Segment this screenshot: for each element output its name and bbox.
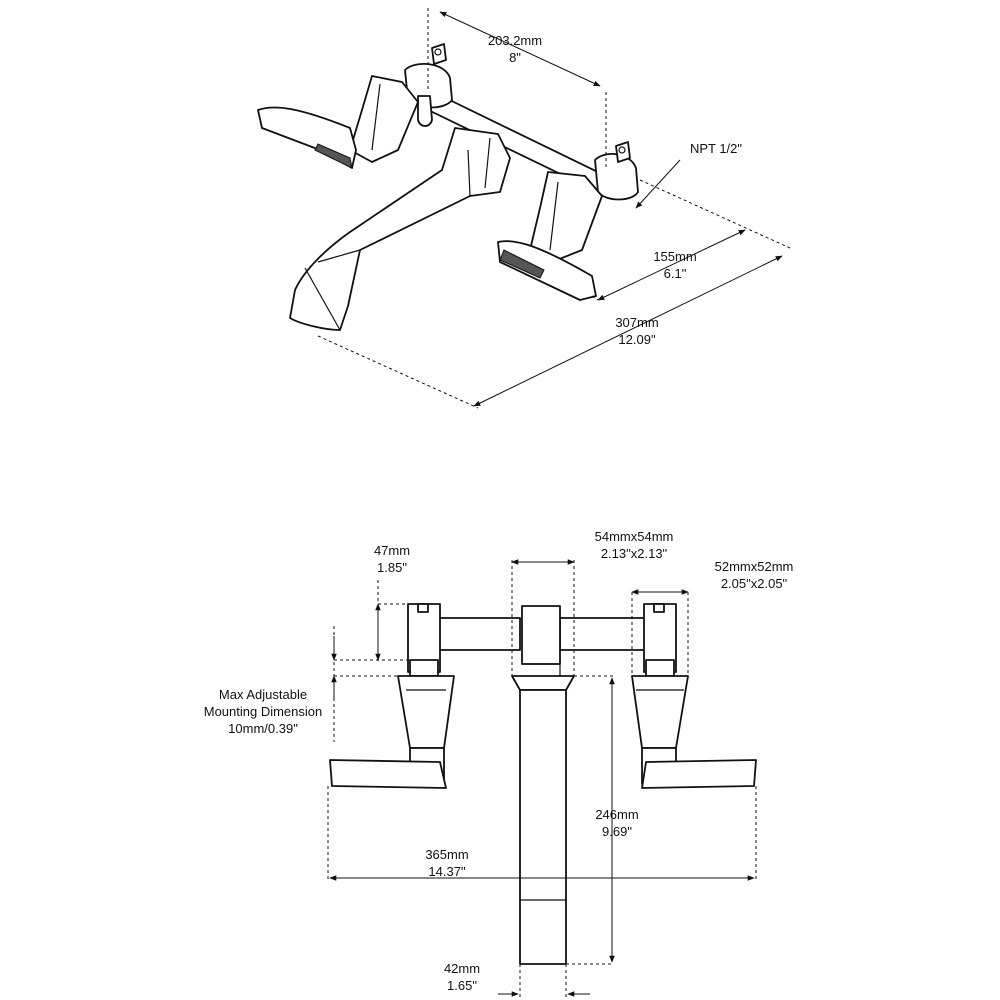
- spout-width-in: 1.65": [447, 978, 477, 993]
- front-right-pipe: [559, 617, 647, 651]
- spout-length-label: 246mm 9.69": [582, 806, 652, 840]
- spout-reach-in: 6.1": [663, 266, 687, 281]
- spacing-mm: 203.2mm: [487, 33, 543, 48]
- spacing-label: 203.2mm 8": [480, 32, 550, 66]
- overall-depth-mm: 307mm: [615, 315, 659, 330]
- dim-spout-base: [511, 559, 575, 676]
- mounting-value: 10mm/0.39": [228, 721, 298, 736]
- spout: [289, 127, 511, 331]
- spout-reach-label: 155mm 6.1": [640, 248, 710, 282]
- spout-reach-mm: 155mm: [653, 249, 697, 264]
- spout-length-mm: 246mm: [595, 807, 639, 822]
- right-valve-body: [594, 141, 639, 201]
- handle-base-mm: 52mmx52mm: [714, 559, 794, 574]
- overall-width-in: 14.37": [428, 864, 466, 879]
- dim-mounting: [331, 626, 398, 742]
- spout-base-in: 2.13"x2.13": [600, 546, 668, 561]
- right-handle: [497, 171, 603, 301]
- overall-depth-in: 12.09": [618, 332, 656, 347]
- front-left-pipe: [435, 617, 521, 651]
- overall-width-mm: 365mm: [425, 847, 469, 862]
- overall-width-label: 365mm 14.37": [412, 846, 482, 880]
- front-view: [327, 559, 757, 998]
- front-right-valve: [631, 603, 757, 789]
- mounting-line1: Max Adjustable: [218, 687, 308, 702]
- left-handle: [257, 75, 419, 169]
- spout-length-in: 9.69": [602, 824, 632, 839]
- spout-width-label: 42mm 1.65": [432, 960, 492, 994]
- dim-overall-width: [327, 786, 757, 881]
- dim-spout-length: [566, 675, 615, 965]
- mounting-label: Max Adjustable Mounting Dimension 10mm/0…: [188, 686, 338, 737]
- handle-base-in: 2.05"x2.05": [720, 576, 788, 591]
- dim-handle-base: [631, 589, 689, 676]
- spacing-in: 8": [509, 50, 521, 65]
- valve-height-in: 1.85": [377, 560, 407, 575]
- overall-depth-label: 307mm 12.09": [602, 314, 672, 348]
- thread-label: NPT 1/2": [689, 141, 743, 156]
- spout-width-mm: 42mm: [443, 961, 481, 976]
- spout-base-mm: 54mmx54mm: [594, 529, 674, 544]
- isometric-view: [257, 8, 791, 409]
- dim-spacing: [427, 8, 607, 170]
- dim-thread-leader: [635, 159, 681, 209]
- dim-spout-width: [498, 964, 590, 998]
- front-spout: [511, 605, 575, 965]
- front-left-valve: [329, 603, 455, 789]
- valve-height-mm: 47mm: [373, 543, 411, 558]
- dim-valve-height: [334, 580, 412, 664]
- mounting-line2: Mounting Dimension: [203, 704, 323, 719]
- dim-overall-depth: [317, 255, 783, 409]
- valve-height-label: 47mm 1.85": [362, 542, 422, 576]
- spout-base-label: 54mmx54mm 2.13"x2.13": [584, 528, 684, 562]
- handle-base-label: 52mmx52mm 2.05"x2.05": [704, 558, 804, 592]
